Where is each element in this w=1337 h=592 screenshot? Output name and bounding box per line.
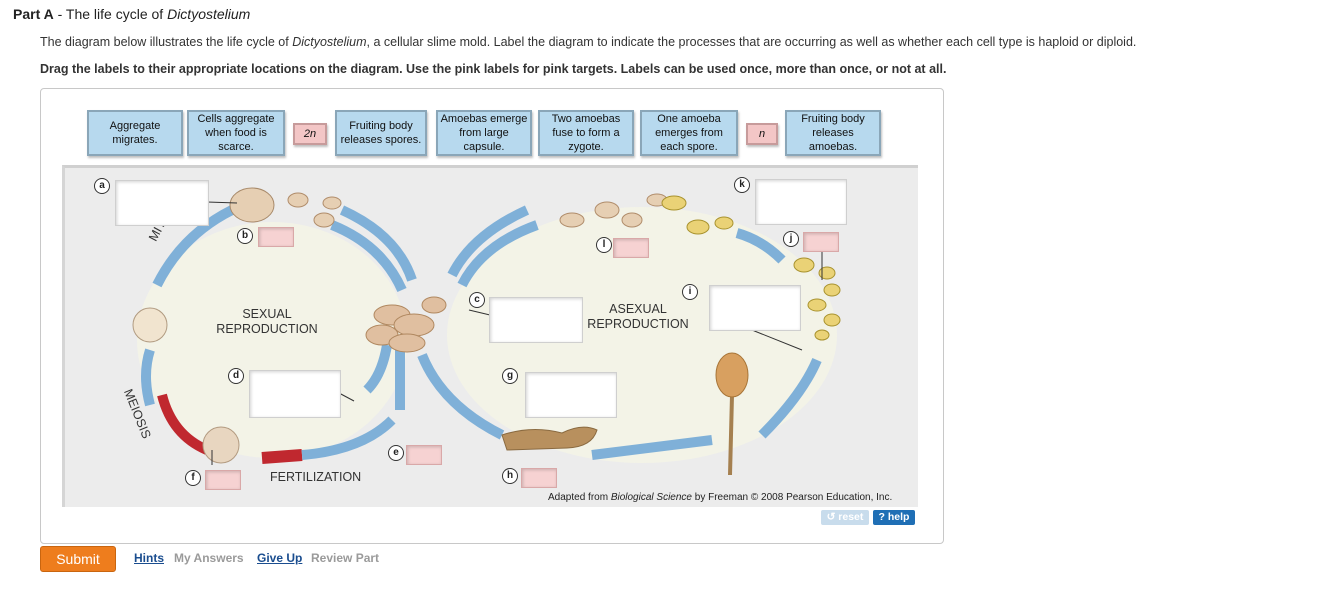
label-n[interactable]: n — [746, 123, 778, 145]
asexual-line-2: REPRODUCTION — [587, 317, 689, 331]
amoebas-top-right — [559, 193, 668, 228]
drop-target-d[interactable] — [249, 370, 341, 418]
tag-k: k — [734, 177, 750, 193]
drop-target-a[interactable] — [115, 180, 209, 226]
asexual-line-1: ASEXUAL — [609, 302, 667, 316]
spores-top — [661, 195, 734, 235]
label-2n[interactable]: 2n — [293, 123, 327, 145]
drop-target-i[interactable] — [709, 285, 801, 331]
asexual-arrow-1 — [457, 220, 539, 288]
label-fruiting-body-releases-amoebas[interactable]: Fruiting body releases amoebas. — [785, 110, 881, 156]
fertilization-label: FERTILIZATION — [270, 470, 362, 484]
my-answers-link[interactable]: My Answers — [174, 551, 244, 565]
label-cells-aggregate[interactable]: Cells aggregate when food is scarce. — [187, 110, 285, 156]
four-cell-structure — [132, 307, 168, 343]
tag-e: e — [388, 445, 404, 461]
drop-target-e[interactable] — [406, 445, 442, 465]
sexual-reproduction-label: SEXUAL REPRODUCTION — [208, 307, 326, 337]
credit-book: Biological Science — [610, 492, 692, 503]
help-button[interactable]: ? help — [873, 510, 915, 525]
fruiting-body-stalk — [728, 394, 734, 476]
tag-l: l — [596, 237, 612, 253]
spores-right — [793, 257, 841, 341]
sexual-line-1: SEXUAL — [242, 307, 292, 321]
part-title-species: Dictyostelium — [167, 6, 251, 22]
fertilization-red-arrow — [261, 449, 303, 464]
drop-target-f[interactable] — [205, 470, 241, 490]
fruiting-body-head — [715, 352, 749, 398]
label-fruiting-body-releases-spores[interactable]: Fruiting body releases spores. — [335, 110, 427, 156]
intro-pre: The diagram below illustrates the life c… — [40, 35, 293, 49]
asexual-arrow-2 — [447, 205, 530, 278]
label-one-amoeba-emerges[interactable]: One amoeba emerges from each spore. — [640, 110, 738, 156]
sexual-line-2: REPRODUCTION — [216, 322, 318, 336]
credit-pre: Adapted from — [548, 492, 611, 503]
aggregate-to-slug-arrow — [417, 353, 505, 440]
intro-post: , a cellular slime mold. Label the diagr… — [366, 35, 1137, 49]
label-amoebas-emerge[interactable]: Amoebas emerge from large capsule. — [436, 110, 532, 156]
drop-target-h[interactable] — [521, 468, 557, 488]
tag-a: a — [94, 178, 110, 194]
part-sep: - — [53, 6, 66, 22]
tag-d: d — [228, 368, 244, 384]
intro-text: The diagram below illustrates the life c… — [40, 35, 1136, 49]
drop-target-g[interactable] — [525, 372, 617, 418]
amoebas-top-left — [287, 192, 342, 228]
image-credit: Adapted from Biological Science by Freem… — [548, 492, 892, 503]
tag-i: i — [682, 284, 698, 300]
reset-button[interactable]: ↺ reset — [821, 510, 869, 525]
macrocyst-cell — [229, 187, 275, 223]
zygote-cell — [202, 426, 240, 464]
drop-target-j[interactable] — [803, 232, 839, 252]
tag-h: h — [502, 468, 518, 484]
intro-species: Dictyostelium — [292, 35, 367, 49]
part-prefix: Part A — [13, 6, 54, 22]
mitosis-arrow — [152, 205, 235, 288]
hints-link[interactable]: Hints — [134, 551, 164, 565]
tag-g: g — [502, 368, 518, 384]
fruiting-to-spores-arrow — [758, 357, 822, 439]
give-up-link[interactable]: Give Up — [257, 551, 303, 565]
drop-target-k[interactable] — [755, 179, 847, 225]
migrating-slug — [501, 426, 598, 451]
tag-f: f — [185, 470, 201, 486]
part-title-text: The life cycle of — [65, 6, 168, 22]
submit-button[interactable]: Submit — [40, 546, 116, 572]
slug-to-fruiting-arrow — [591, 435, 713, 460]
meiosis-red-arrow — [157, 393, 210, 455]
tag-b: b — [237, 228, 253, 244]
down-arrow-left — [363, 344, 392, 394]
reset-label: reset — [838, 511, 864, 523]
aggregate-arrow-2 — [339, 205, 417, 282]
aggregate-arrow-1 — [330, 220, 407, 293]
asexual-reproduction-label: ASEXUAL REPRODUCTION — [578, 302, 698, 332]
credit-post: by Freeman © 2008 Pearson Education, Inc… — [691, 492, 893, 503]
fertilization-blue-arrow — [301, 416, 396, 460]
label-two-amoebas-fuse[interactable]: Two amoebas fuse to form a zygote. — [538, 110, 634, 156]
drop-target-c[interactable] — [489, 297, 583, 343]
meiosis-arrow — [141, 348, 155, 407]
instructions: Drag the labels to their appropriate loc… — [40, 62, 947, 76]
tag-j: j — [783, 231, 799, 247]
tag-c: c — [469, 292, 485, 308]
aggregate-cluster — [365, 296, 447, 353]
review-part-link[interactable]: Review Part — [311, 551, 380, 565]
spores-to-amoeba-arrow — [735, 228, 786, 264]
drop-target-b[interactable] — [258, 227, 294, 247]
drop-target-l[interactable] — [613, 238, 649, 258]
reset-icon: ↺ — [826, 511, 839, 523]
part-title: Part A - The life cycle of Dictyostelium — [13, 6, 250, 22]
label-aggregate-migrates[interactable]: Aggregate migrates. — [87, 110, 183, 156]
